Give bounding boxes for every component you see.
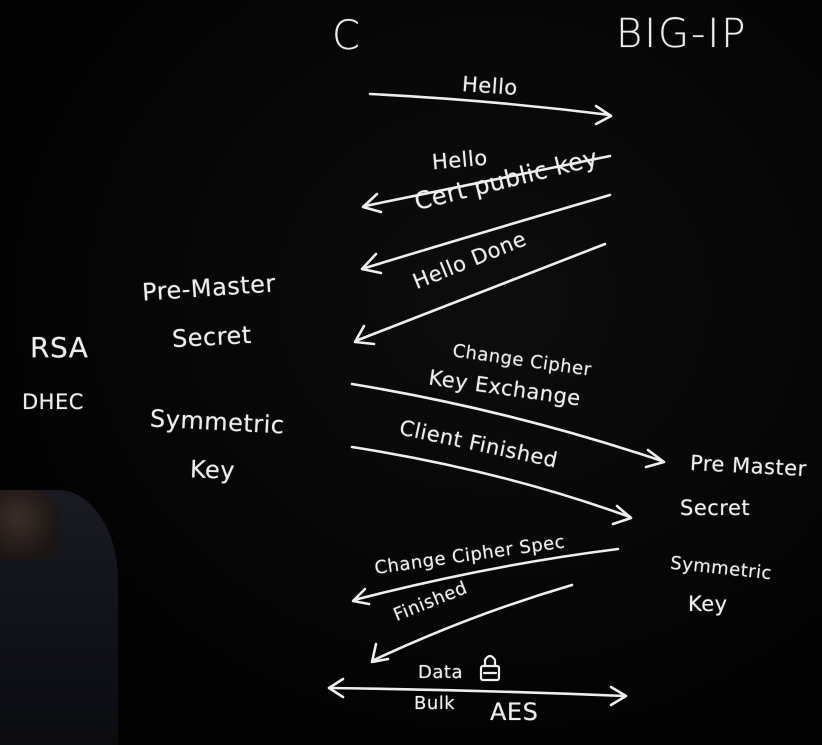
left-key: Key	[189, 455, 236, 485]
msg-hello-client: Hello	[461, 72, 519, 100]
left-secret: Secret	[171, 320, 253, 354]
arrow-client-finished	[350, 445, 632, 519]
arrow-hello-to-server	[368, 92, 612, 117]
server-label: BIG-IP	[616, 11, 748, 57]
arrow-hello-to-client-head	[361, 192, 383, 214]
msg-aes: AES	[490, 698, 539, 726]
left-symmetric: Symmetric	[149, 404, 286, 440]
arrow-finished	[372, 583, 574, 662]
msg-bulk: Bulk	[414, 693, 456, 714]
right-secret: Secret	[680, 496, 751, 520]
arrow-hello-done	[356, 242, 607, 342]
client-label: C	[332, 13, 361, 59]
dhec-label: DHEC	[22, 390, 84, 414]
arrow-key-exchange-head	[644, 448, 666, 469]
arrow-hello-to-client	[363, 154, 612, 208]
right-key: Key	[688, 592, 728, 616]
msg-hello-server: Hello	[431, 145, 489, 175]
arrow-bulk-data-left-head	[327, 677, 345, 699]
arrow-cert	[363, 193, 612, 270]
arrow-finished-head	[370, 642, 390, 664]
arrow-change-cipher-spec	[352, 547, 620, 602]
arrow-bulk-data	[328, 686, 627, 698]
msg-data: Data	[418, 662, 463, 683]
arrow-cert-head	[360, 252, 383, 275]
presenter-silhouette	[0, 490, 118, 745]
rsa-label: RSA	[30, 331, 89, 364]
arrow-hello-done-head	[353, 324, 376, 346]
arrow-change-cipher-spec-head	[351, 587, 371, 606]
arrow-bulk-data-right-head	[609, 685, 628, 707]
arrow-hello-to-server-head	[594, 104, 613, 126]
arrow-client-finished-head	[611, 504, 633, 526]
lock-icon	[479, 654, 501, 682]
arrow-key-exchange	[350, 382, 664, 463]
